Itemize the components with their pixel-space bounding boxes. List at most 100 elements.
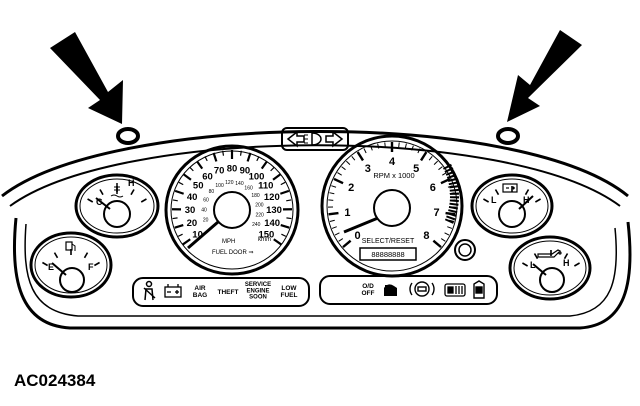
speedometer-tick [280,223,290,229]
tachometer-tick [411,145,414,151]
speedometer-kmh-label: 200 [255,202,264,208]
speedometer-tick [183,173,192,181]
speedometer-unit-kmh: km/h [258,237,271,243]
speedometer-tick [286,199,292,202]
tachometer-label: 3 [365,163,371,175]
tachometer-tick [398,142,400,148]
tachometer-tick [346,160,351,166]
speedometer-tick [222,150,225,156]
oil-high-label: H [563,258,570,268]
speedometer-mph-label: 130 [266,205,282,216]
temp-gauge-tick [99,189,104,196]
speedometer-tick [270,166,275,172]
tachometer-needle [343,216,379,234]
tachometer-tick [384,142,386,148]
speedometer-tick [196,160,204,170]
temperature-gauge: C H [74,173,160,239]
oil-gauge-tick [533,253,539,260]
speedometer-kmh-label: 160 [244,185,253,191]
fuel-gauge: E F [29,231,113,299]
odometer-value: 88888888 [371,250,404,259]
speedometer-tick [204,156,208,162]
tachometer-label: 0 [354,230,360,242]
tachometer-tick [417,148,421,154]
battery-gauge-tick [524,189,530,196]
tachometer-tick [337,172,342,176]
speedometer-kmh-label: 100 [215,183,224,189]
tachometer-tick [433,160,438,166]
tachometer-tick [329,219,335,222]
speedometer-mph-label: 30 [185,205,196,216]
fuel-gauge-tick [53,252,59,259]
speedometer-needle [187,220,219,250]
rpm-label: RPM x 1000 [373,171,414,180]
tachometer-tick [420,151,428,162]
speedometer-unit-mph: MPH [222,239,235,245]
battery-icon [502,183,518,193]
tachometer-tick [363,148,367,154]
oil-gauge-tick [573,262,580,267]
speedometer-tick [260,160,268,170]
tachometer-label: 1 [344,207,350,219]
speedometer-tick [178,181,184,186]
tachometer-tick [334,232,340,236]
temp-needle [95,197,111,210]
tachometer-tick [377,143,380,149]
speedometer-kmh-label: 180 [251,193,260,199]
fuel-gauge-tick [83,252,89,259]
speedometer-mph-label: 150 [258,230,274,241]
speedometer-kmh-label: 140 [235,181,244,187]
oil-gauge-tick [563,253,569,260]
right-callout-arrow [507,30,582,122]
seatbelt-icon [143,280,156,301]
tachometer-tick [333,177,344,185]
speedometer-tick [246,152,252,162]
oil-gauge-tick [522,262,529,267]
tachometer-tick [447,226,453,229]
turn-signal-indicator [281,127,349,151]
speedometer-tick [182,238,191,246]
door-ajar-icon [444,283,466,297]
odometer-display [359,247,417,261]
speedometer-tick [279,189,290,195]
battery-gauge-tick [483,198,490,203]
fuel-needle [51,262,67,276]
tachometer-tick [428,155,433,161]
select-reset-button[interactable] [454,239,476,261]
fuel-gauge-tick [42,261,49,267]
tachometer-tick [342,239,352,249]
speedometer-mph-label: 90 [240,166,251,177]
right-turn-arrow-icon [325,130,344,148]
tachometer-tick [331,185,337,188]
speedometer-mph-label: 20 [187,218,198,229]
fuel-pump-icon [65,241,76,251]
speedometer-kmh-label: 240 [252,222,261,228]
battery-high-label: H [523,195,530,205]
trunk-ajar-icon [473,280,485,299]
fuel-door-label: FUEL DOOR ⇒ [212,250,253,256]
oil-can-icon [537,249,562,258]
oil-pressure-gauge: L H [508,235,592,301]
tachometer-label: 6 [430,182,436,194]
temp-gauge-tick [130,189,135,196]
speedometer-kmh-label: 20 [203,218,209,224]
tachometer-tick [351,155,356,161]
speedometer-tick [286,217,292,220]
redline-zone [442,163,459,224]
battery-needle [518,195,534,210]
tachometer-tick [438,166,443,171]
tachometer-label: 4 [389,156,396,168]
speedometer-mph-label: 50 [193,181,204,192]
tachometer-tick [328,211,339,216]
speedometer-mph-label: 10 [192,230,203,241]
temp-gauge-tick [87,198,94,203]
tachometer-tick [445,211,456,216]
tachometer-tick [341,166,346,171]
speedometer-kmh-label: 80 [209,189,215,195]
